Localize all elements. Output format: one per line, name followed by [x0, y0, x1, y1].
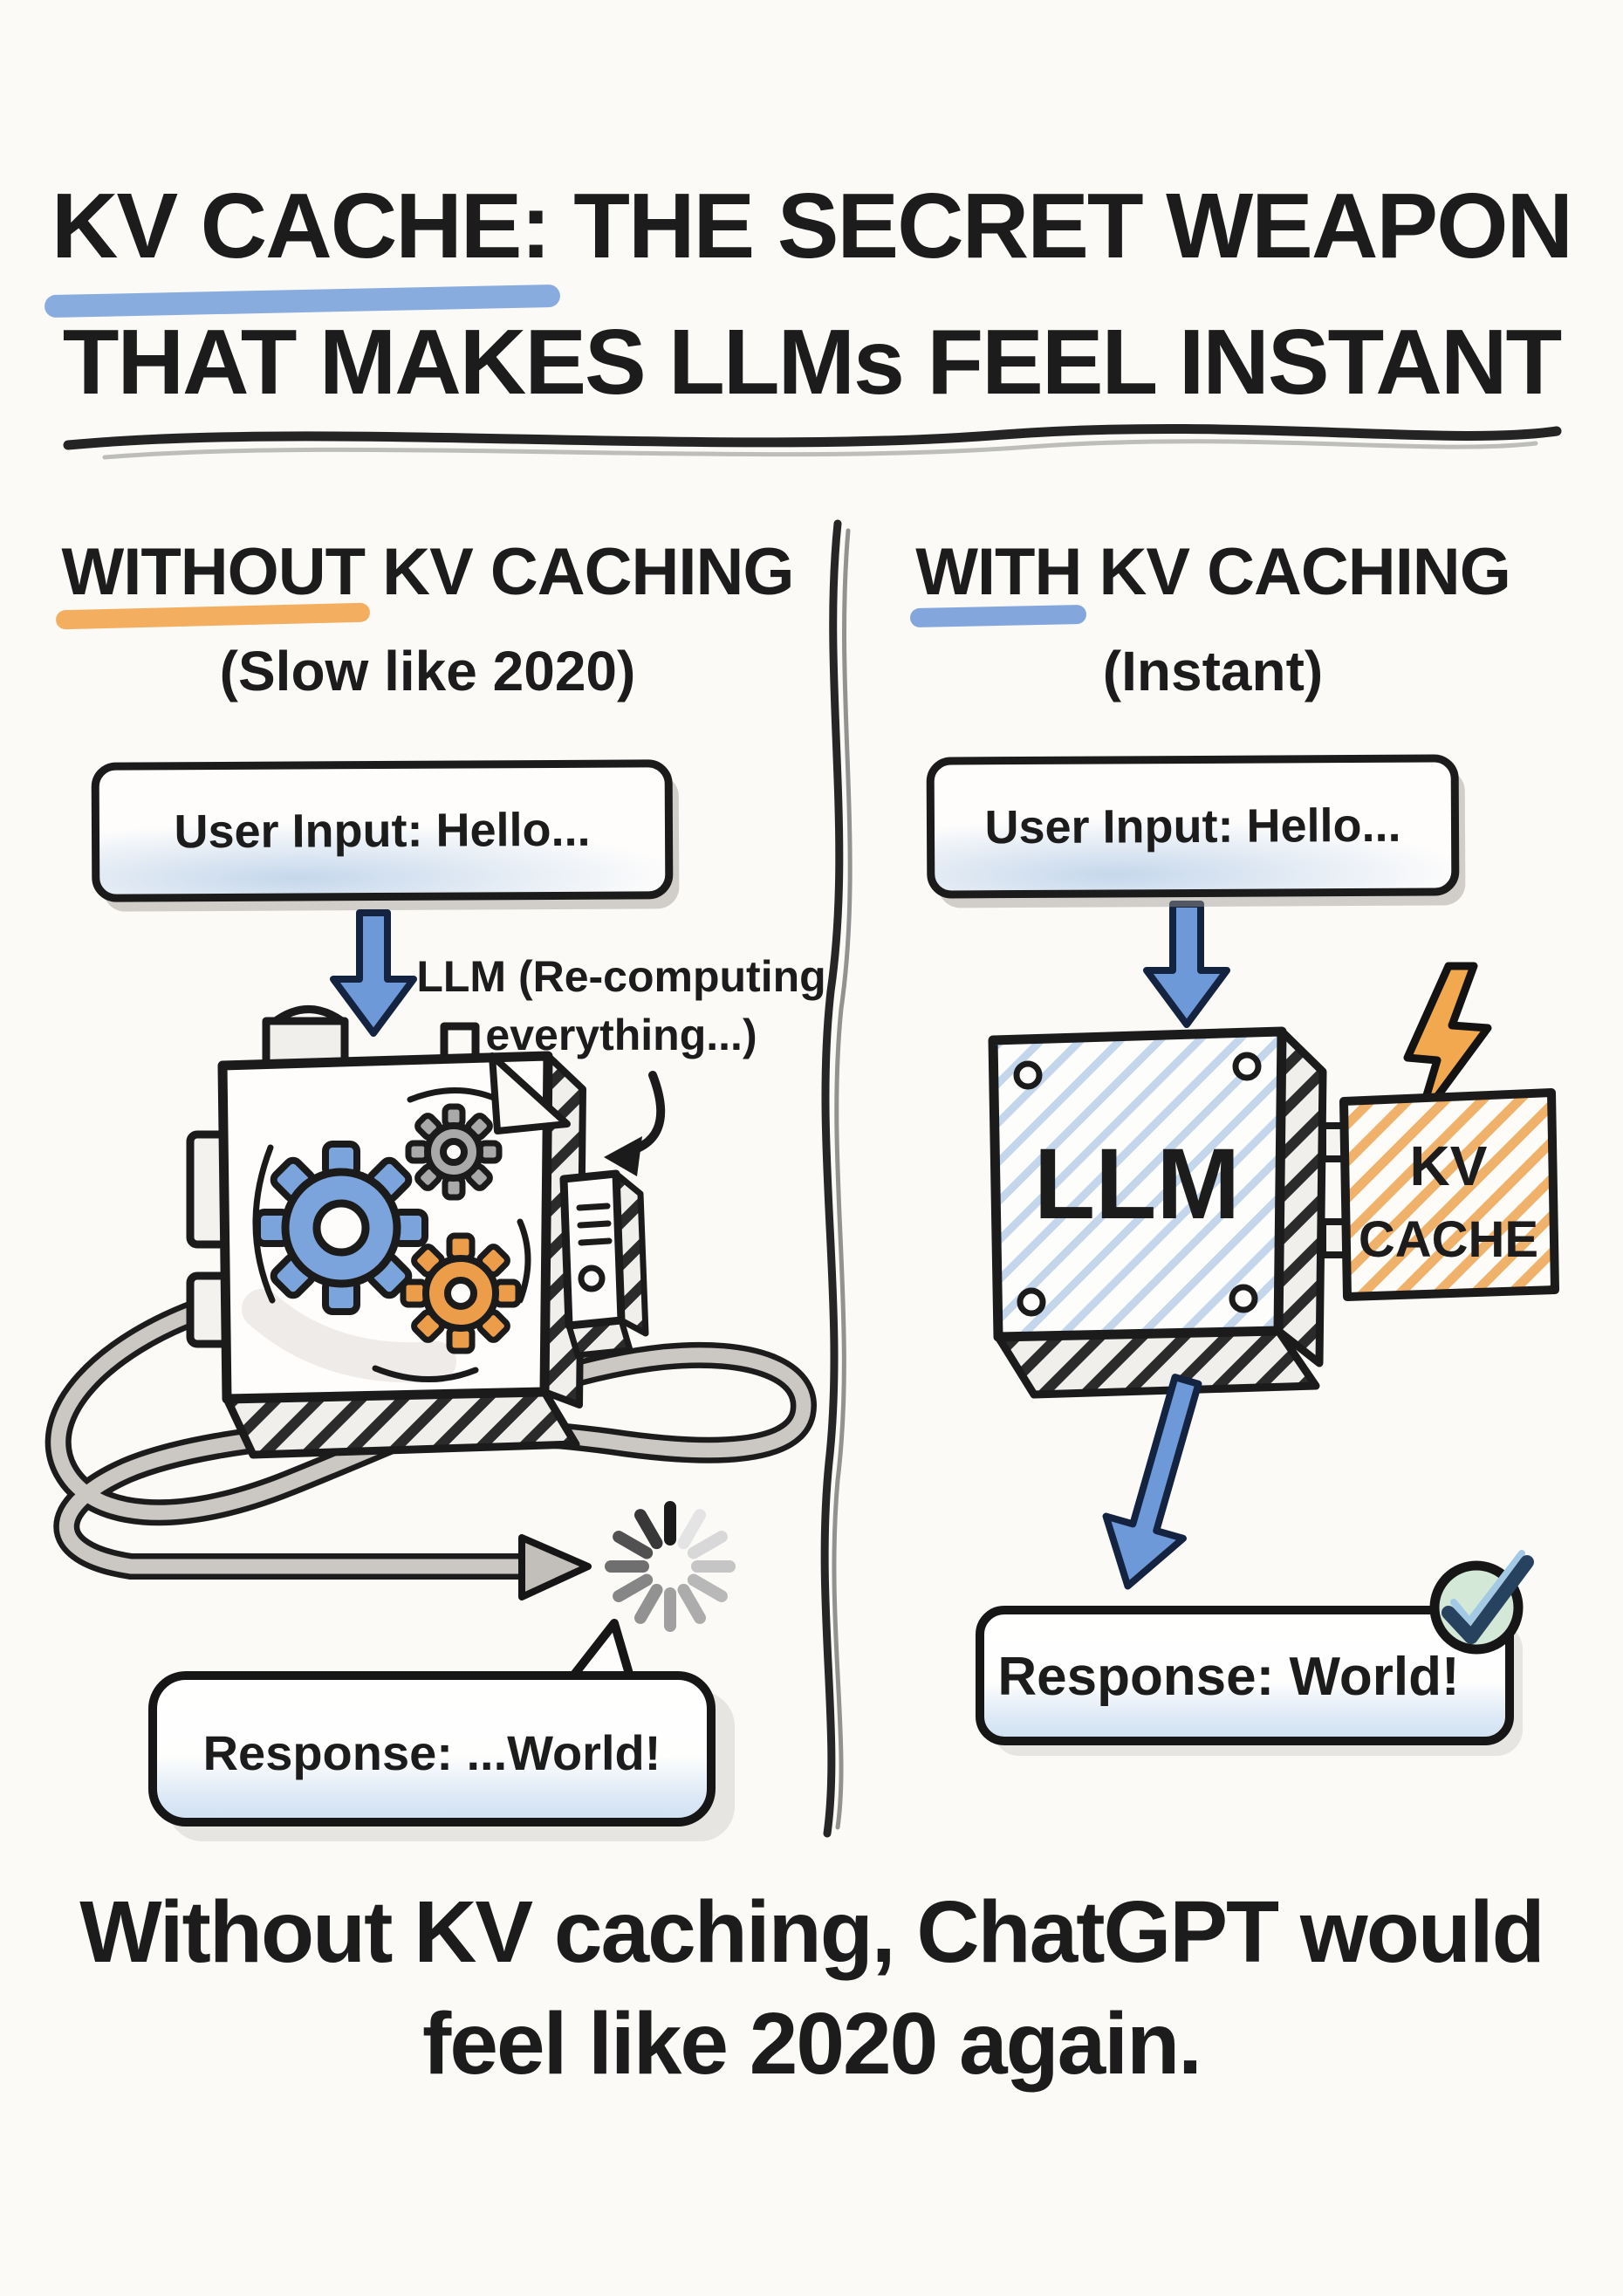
left-user-input-box: User Input: Hello... [91, 759, 674, 902]
response-box: Response: World! [976, 1550, 1534, 1756]
left-illustration: Response: ...World! [45, 1005, 817, 1841]
left-user-input-text: User Input: Hello... [174, 803, 591, 859]
kv-cache-label-line2: CACHE [1359, 1211, 1538, 1268]
llm-machine-icon [186, 1005, 649, 1459]
right-column-heading: WITH KV CACHING [829, 534, 1597, 610]
left-column-subheading: (Slow like 2020) [219, 640, 636, 703]
right-heading-rest: KV CACHING [1081, 535, 1510, 609]
checkmark-icon [1429, 1550, 1534, 1655]
title-divider-line [63, 423, 1562, 460]
left-column-heading: WITHOUT KV CACHING [26, 534, 829, 610]
caption-line-1: Without KV caching, ChatGPT would [79, 1883, 1544, 1981]
left-heading-rest: KV CACHING [365, 535, 794, 609]
right-response-text: Response: World! [997, 1647, 1459, 1707]
kv-cache-label-line1: KV [1410, 1134, 1488, 1197]
title-line-1: KV CACHE: THE SECRET WEAPON [0, 159, 1623, 295]
speech-bubble-icon: Response: ...World! [148, 1619, 735, 1841]
bottom-caption: Without KV caching, ChatGPT would feel l… [0, 1876, 1623, 2100]
cable-arrowhead-icon [518, 1534, 592, 1600]
title-line-2: THAT MAKES LLMs FEEL INSTANT [62, 310, 1563, 414]
left-heading-highlight: WITHOUT [61, 535, 366, 609]
annotation-arrow-icon [604, 1071, 666, 1176]
llm-note-line-2: everything...) [485, 1011, 757, 1059]
gear-icon [254, 1141, 428, 1315]
right-illustration: LLM KV CACHE Response: World! [976, 962, 1559, 1756]
title-rest: THE SECRET WEAPON [549, 175, 1573, 278]
lightning-bolt-icon [1403, 962, 1492, 1126]
right-user-input-text: User Input: Hello... [984, 798, 1401, 854]
cable-path [45, 1296, 817, 1600]
right-heading-highlight: WITH [915, 535, 1082, 609]
llm-recompute-note: LLM (Re-computing everything...) [403, 948, 839, 1065]
llm-box: LLM [988, 1026, 1361, 1399]
loading-spinner-icon [605, 1501, 736, 1632]
llm-box-label: LLM [1034, 1128, 1240, 1240]
left-response-text: Response: ...World! [203, 1725, 661, 1780]
right-user-input-box: User Input: Hello... [926, 754, 1460, 899]
arrow-down-icon [330, 909, 417, 1037]
right-column-subheading: (Instant) [1102, 640, 1324, 703]
page-title: KV CACHE: THE SECRET WEAPON THAT MAKES L… [0, 159, 1623, 431]
gear-icon [400, 1232, 522, 1354]
title-highlight: KV CACHE: [51, 159, 551, 295]
llm-note-line-1: LLM (Re-computing [416, 952, 826, 1001]
arrow-down-icon [1143, 901, 1230, 1028]
gear-icon [405, 1103, 503, 1201]
kv-cache-box: KV CACHE [1339, 1088, 1559, 1301]
column-divider-line [820, 519, 853, 1838]
arrow-down-icon [1102, 1374, 1202, 1590]
caption-line-2: feel like 2020 again. [422, 1995, 1202, 2093]
